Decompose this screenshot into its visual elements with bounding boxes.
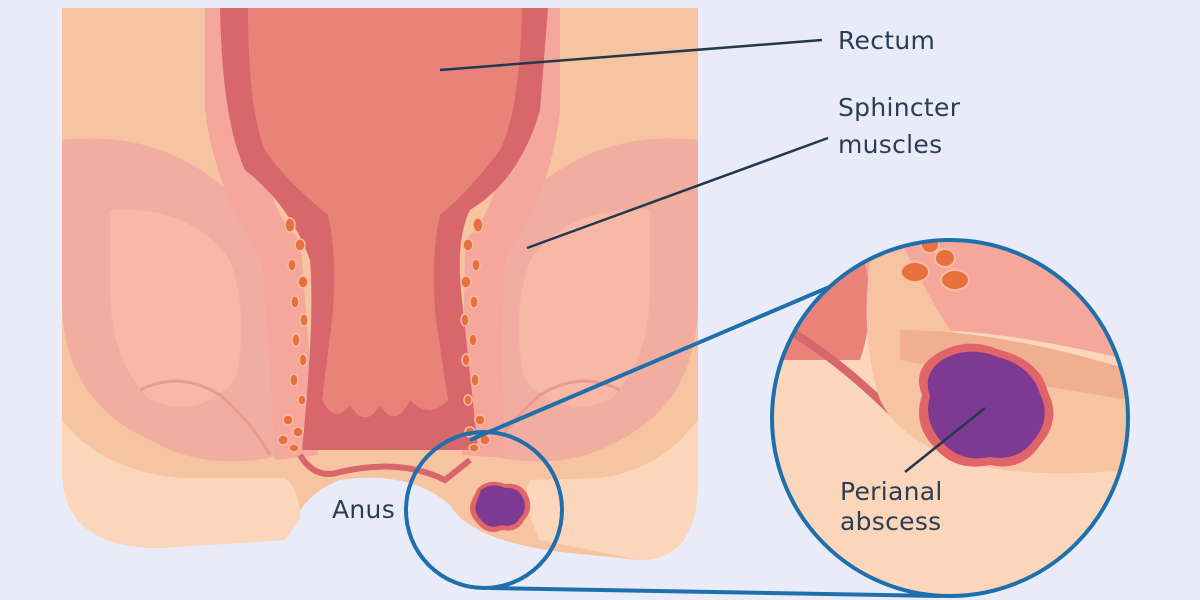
- anus-label: Anus: [332, 495, 395, 524]
- rectum-lumen: [248, 8, 522, 418]
- perianal-abscess-small-core: [475, 485, 525, 527]
- sphincter-label-line1: Sphincter: [838, 93, 961, 122]
- left-muscle-fold: [139, 379, 272, 456]
- magnifier-large-circle: [770, 238, 1130, 598]
- rectum-label: Rectum: [838, 26, 935, 55]
- left-gland-cluster: [277, 217, 309, 453]
- magnifier-connector-bottom: [489, 586, 941, 598]
- sphincter-leader: [526, 136, 829, 250]
- skin-lower-band: [62, 420, 300, 548]
- anal-canal-edge: [297, 453, 472, 484]
- sphincter-label-line2: muscles: [838, 130, 942, 159]
- magnifier-small-circle: [404, 430, 564, 590]
- zoomed-gland-cluster: [900, 240, 970, 291]
- skin-lower-band-right: [526, 420, 698, 560]
- left-muscle-inner: [110, 209, 242, 407]
- abscess-label-line2: abscess: [840, 507, 942, 536]
- rectum-leader: [439, 38, 823, 72]
- right-muscle-inner: [518, 209, 650, 407]
- abscess-label-line1: Perianal: [840, 477, 943, 506]
- abscess-leader: [904, 407, 986, 473]
